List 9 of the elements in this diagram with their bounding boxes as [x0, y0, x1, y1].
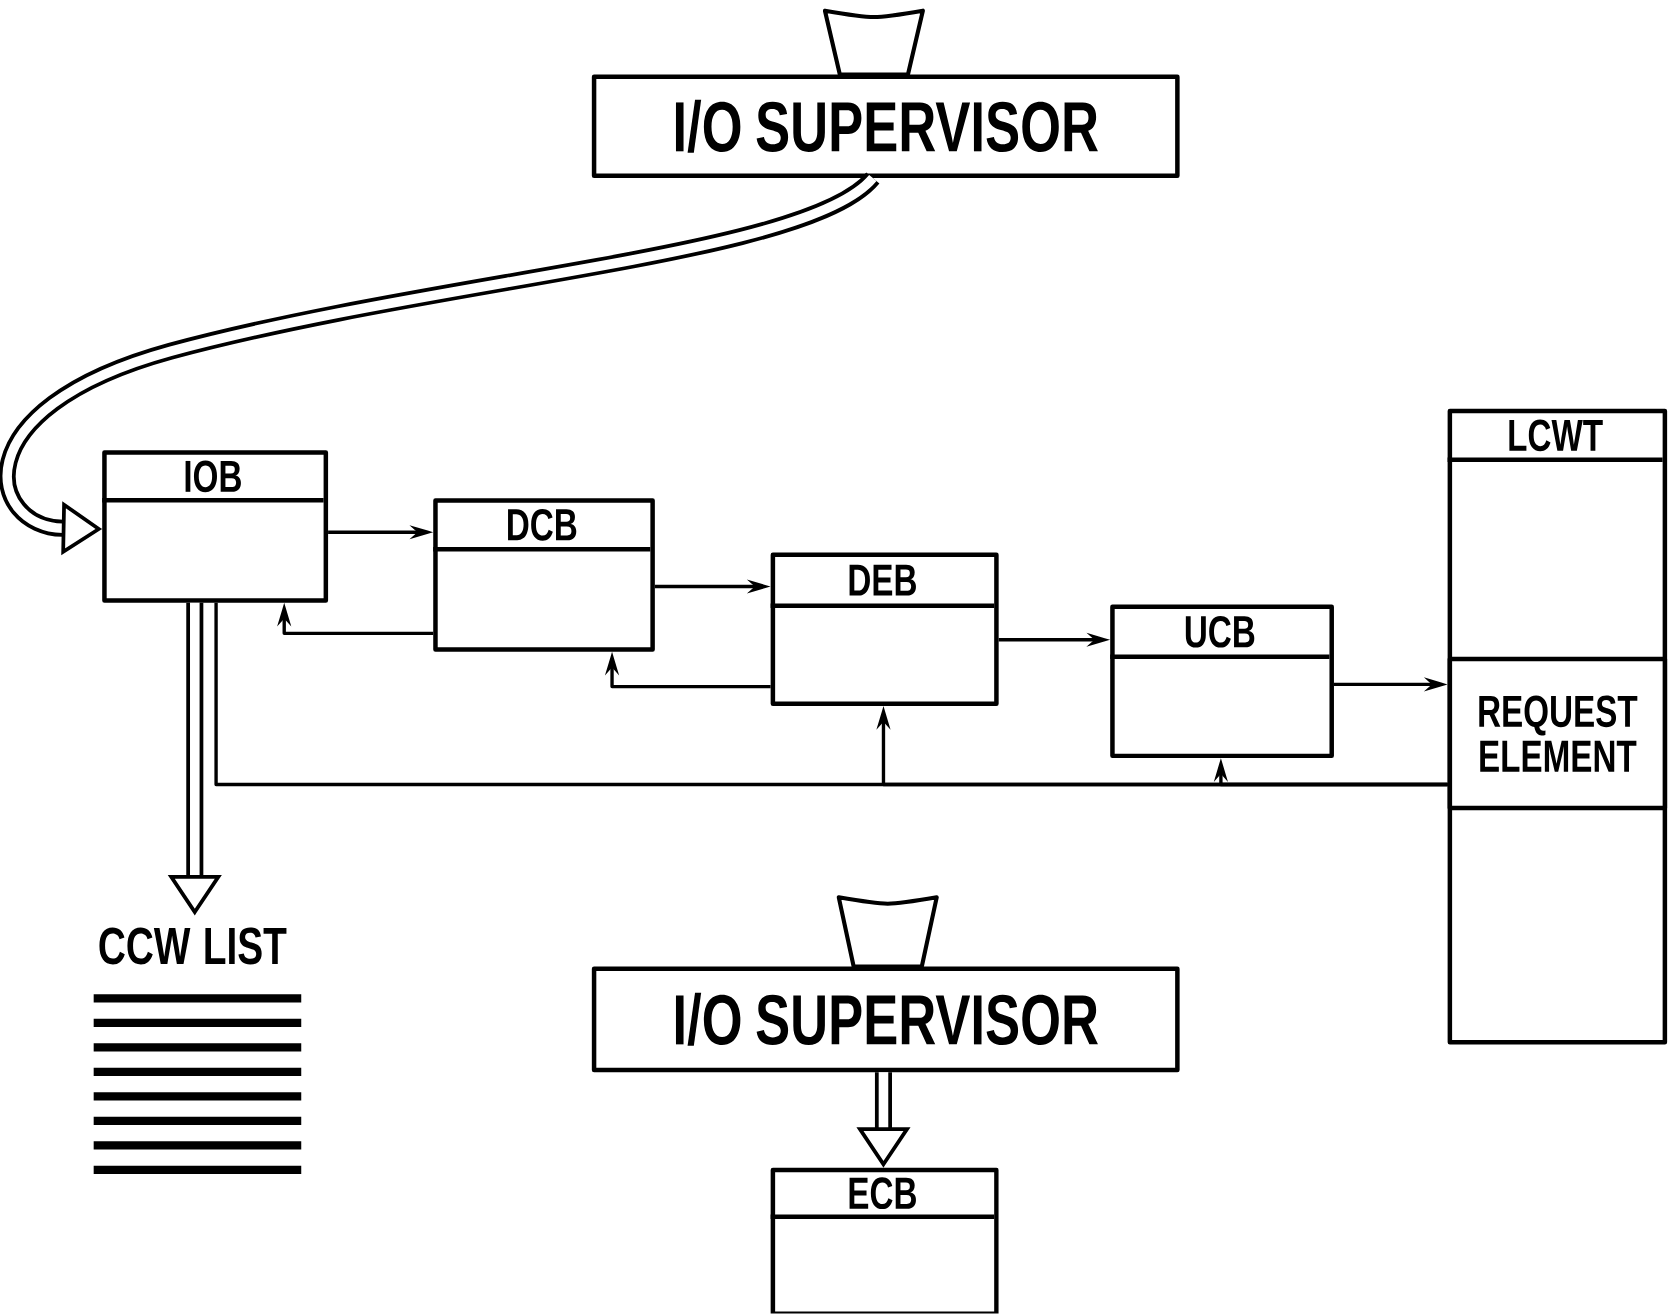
process-box: I/O SUPERVISOR	[591, 966, 1180, 1073]
record-box: ECB	[770, 1167, 999, 1314]
record-box: DEB	[770, 552, 999, 707]
text-label: CCW LIST	[99, 927, 287, 965]
record-box: DCB	[433, 498, 655, 652]
record-box: UCB	[1110, 604, 1334, 759]
record-box: IOB	[102, 450, 329, 603]
process-box: I/O SUPERVISOR	[591, 74, 1180, 179]
list-box: REQUEST ELEMENT	[1447, 657, 1668, 811]
